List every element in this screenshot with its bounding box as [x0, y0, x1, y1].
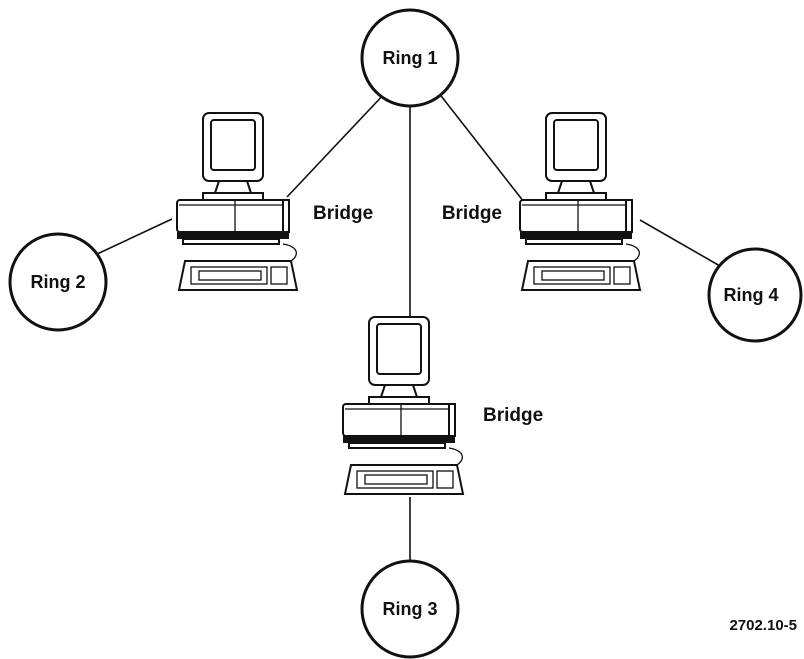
- ring-node-3: Ring 3: [360, 559, 460, 659]
- bridge-computer-center: [342, 316, 464, 495]
- bridge-label-left: Bridge: [313, 203, 373, 224]
- ring-node-1: Ring 1: [360, 8, 460, 108]
- ring-label-1: Ring 1: [382, 48, 437, 68]
- bridge-computer-left: [176, 112, 298, 291]
- link-ring4-bridge-right: [639, 219, 721, 267]
- figure-number: 2702.10-5: [729, 617, 797, 634]
- ring-node-4: Ring 4: [707, 247, 803, 343]
- bridge-computer-right: [519, 112, 641, 291]
- ring-label-2: Ring 2: [30, 272, 85, 292]
- bridge-label-right: Bridge: [442, 203, 502, 224]
- link-ring1-bridge-left: [286, 91, 387, 198]
- link-ring2-bridge-left: [94, 218, 173, 256]
- link-ring1-bridge-right: [437, 91, 525, 203]
- ring-node-2: Ring 2: [8, 232, 108, 332]
- ring-label-4: Ring 4: [723, 285, 778, 305]
- bridge-label-center: Bridge: [483, 405, 543, 426]
- connections: [94, 91, 721, 565]
- ring-label-3: Ring 3: [382, 599, 437, 619]
